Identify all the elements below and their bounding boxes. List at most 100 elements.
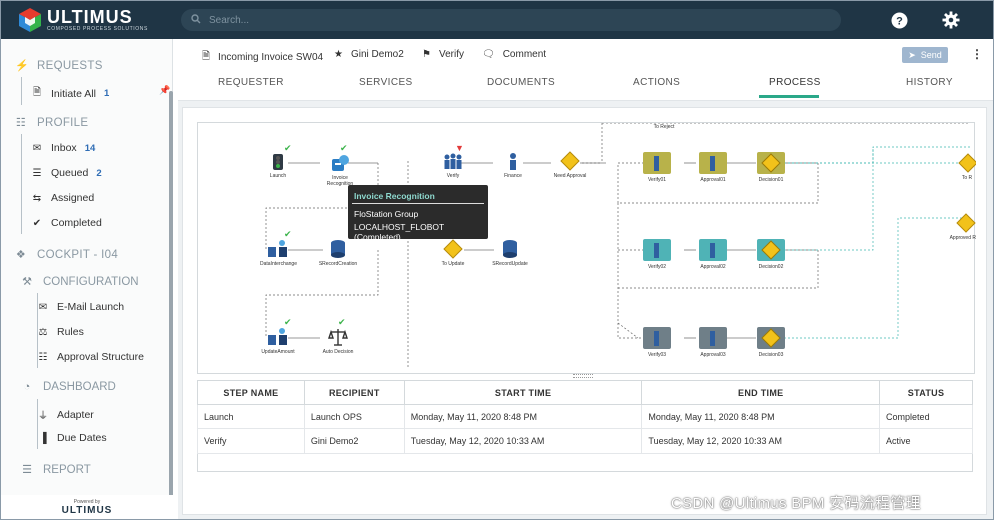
node-decision02[interactable]: Decision02 (756, 238, 786, 270)
scales-icon (328, 329, 348, 346)
node-launch[interactable]: Launch (264, 153, 292, 179)
comment-link[interactable]: 🗨 Comment (482, 49, 546, 60)
node-approval02[interactable]: Approval02 (698, 238, 728, 270)
completed-check-icon: ✔ (284, 317, 292, 327)
config-icon: ⚒ (22, 276, 32, 288)
column-header[interactable]: RECIPIENT (303, 380, 405, 405)
decision-box-icon (757, 327, 785, 349)
sidebar-section-configuration[interactable]: ⚒ CONFIGURATION (21, 275, 139, 289)
sidebar-item-completed[interactable]: ✔ Completed (31, 217, 102, 229)
sidebar-item-assigned[interactable]: ⇆ Assigned (31, 192, 94, 204)
column-header[interactable]: START TIME (403, 380, 643, 405)
sidebar-section-report[interactable]: ☰ REPORT (21, 463, 91, 477)
node-label: Invoice Recognition (326, 175, 354, 187)
sidebar-section-profile[interactable]: ☷ PROFILE (15, 116, 88, 130)
search-input[interactable] (209, 14, 809, 26)
sidebar-section-cockpit[interactable]: ❖ COCKPIT - I04 (15, 248, 118, 262)
tooltip-status: LOCALHOST_FLOBOT (Completed) (354, 222, 445, 242)
data-exchange-icon (268, 240, 287, 257)
node-verify01[interactable]: Verify01 (642, 151, 672, 183)
column-header[interactable]: STATUS (879, 380, 973, 405)
gear-icon[interactable] (941, 10, 961, 30)
resize-handle[interactable] (573, 374, 593, 378)
send-button[interactable]: ➤ Send (902, 47, 948, 63)
search-bar[interactable] (181, 9, 841, 31)
item-label: Completed (51, 217, 102, 229)
sidebar-item-initiate-all[interactable]: 🗎 Initiate All 1 (31, 85, 109, 102)
process-diagram[interactable]: Launch Invoice Recognition Verify Financ… (197, 122, 976, 374)
column-header[interactable]: STEP NAME (197, 380, 305, 405)
search-icon (191, 11, 201, 29)
node-verify[interactable]: Verify (438, 151, 468, 179)
cell-recipient: Launch OPS (303, 403, 405, 430)
tab-documents[interactable]: DOCUMENTS (487, 77, 556, 88)
document-icon: 🗎 (32, 87, 42, 98)
node-label: Approved R (949, 235, 976, 241)
tab-services[interactable]: SERVICES (359, 77, 413, 88)
node-approval03[interactable]: Approval03 (698, 326, 728, 358)
sidebar-item-adapter[interactable]: ⏚ Adapter (37, 407, 94, 423)
node-label: Decision01 (758, 177, 784, 183)
node-verify03[interactable]: Verify03 (642, 326, 672, 358)
node-auto-decision[interactable]: Auto Decision (318, 327, 358, 355)
tab-requester[interactable]: REQUESTER (218, 77, 284, 88)
node-finance[interactable]: Finance (498, 151, 528, 179)
node-label: SRecordUpdate (492, 261, 528, 267)
sidebar-section-requests[interactable]: ⚡ REQUESTS (15, 59, 103, 73)
email-launch-icon: ✉ (38, 301, 48, 313)
node-decision03[interactable]: Decision03 (756, 326, 786, 358)
tab-history[interactable]: HISTORY (906, 77, 953, 88)
sidebar-item-approval-structure[interactable]: ☷ Approval Structure (37, 351, 144, 363)
sidebar-scrollbar[interactable] (169, 91, 173, 506)
incident-info: 🗎 Incoming Invoice SW04 (202, 49, 323, 66)
diagram-connectors (265, 123, 970, 368)
sidebar-item-queued[interactable]: ☰ Queued 2 (31, 167, 102, 179)
node-verify02[interactable]: Verify02 (642, 238, 672, 270)
tab-actions[interactable]: ACTIONS (633, 77, 681, 88)
tab-process[interactable]: PROCESS (769, 77, 821, 88)
table-row[interactable]: Verify Gini Demo2 Tuesday, May 12, 2020 … (197, 428, 973, 454)
tooltip-divider (352, 203, 484, 204)
node-srecord-update[interactable]: SRecordUpdate (488, 239, 532, 267)
node-datainterchange[interactable]: DataInterchange (260, 239, 297, 267)
database-icon (331, 240, 345, 258)
svg-text:?: ? (896, 15, 903, 27)
table-row[interactable]: Launch Launch OPS Monday, May 11, 2020 8… (197, 403, 973, 430)
sidebar-item-due-dates[interactable]: ▐ Due Dates (37, 432, 106, 444)
section-label: REPORT (43, 463, 91, 476)
task-box-icon (643, 327, 671, 349)
dashboard-icon: ◔ (23, 381, 31, 393)
node-label: Approval01 (700, 177, 726, 183)
node-approval01[interactable]: Approval01 (698, 151, 728, 183)
cockpit-icon: ❖ (15, 249, 27, 261)
node-to-r[interactable]: To R (958, 153, 976, 181)
completed-check-icon: ✔ (338, 317, 346, 327)
sidebar-item-inbox[interactable]: ✉ Inbox 14 (31, 142, 95, 154)
node-srecord-creation[interactable]: SRecordCreation (316, 239, 360, 267)
node-need-approval[interactable]: Need Approval (550, 151, 590, 179)
group-users-icon (444, 153, 462, 169)
node-label: To R (961, 175, 973, 181)
node-approved-r[interactable]: Approved R (938, 213, 976, 241)
pin-icon[interactable]: 📌 (159, 85, 171, 95)
node-update-amount[interactable]: UpdateAmount (260, 327, 296, 355)
ultimus-logo[interactable]: ULTIMUS COMPOSED PROCESS SOLUTIONS (17, 6, 148, 34)
node-to-update[interactable]: To Update (438, 239, 468, 267)
users-icon: ☷ (38, 351, 48, 363)
sidebar-section-dashboard[interactable]: ◔ DASHBOARD (21, 381, 116, 393)
sidebar-item-email-launch[interactable]: ✉ E-Mail Launch (37, 301, 124, 313)
inbox-icon: ✉ (32, 142, 42, 154)
column-header[interactable]: END TIME (641, 380, 881, 405)
node-decision01[interactable]: Decision01 (756, 151, 786, 183)
table-header-row: STEP NAME RECIPIENT START TIME END TIME … (197, 380, 973, 405)
more-options-icon[interactable]: ⋮ (971, 47, 983, 61)
sidebar-item-rules[interactable]: ⚖ Rules (37, 326, 84, 338)
help-circle-icon[interactable]: ? (889, 10, 909, 30)
decision-diamond-icon (560, 151, 580, 171)
cell-start-time: Tuesday, May 12, 2020 10:33 AM (403, 428, 643, 454)
cell-end-time: Tuesday, May 12, 2020 10:33 AM (641, 428, 881, 454)
node-invoice-recognition[interactable]: Invoice Recognition (320, 153, 360, 187)
user-label: Gini Demo2 (350, 49, 404, 60)
powered-by-text: Powered by (73, 499, 101, 505)
task-box-icon (643, 239, 671, 261)
